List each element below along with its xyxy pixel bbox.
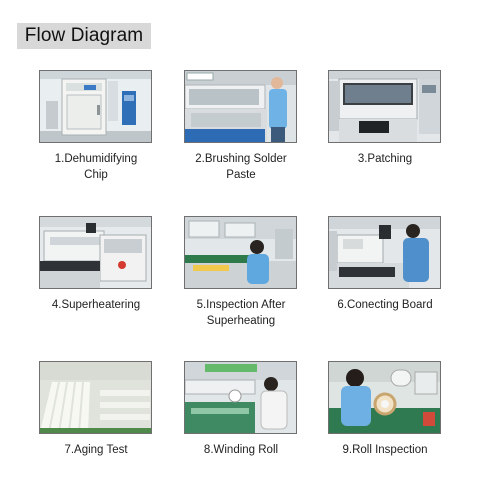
step-7-card: 7.Aging Test: [39, 361, 152, 458]
pick-and-place-machine-photo: [328, 70, 441, 143]
step-8-caption: 8.Winding Roll: [171, 442, 311, 458]
step-5-caption-line: Superheating: [206, 315, 276, 327]
step-7-caption: 7.Aging Test: [26, 442, 166, 458]
step-3-card: 3.Patching: [328, 70, 441, 167]
dehumidifying-oven-photo: [39, 70, 152, 143]
winding-station-photo: [184, 361, 297, 434]
step-5-caption-line: 5.Inspection After: [196, 299, 286, 311]
step-8-caption-line: 8.Winding Roll: [203, 444, 279, 456]
step-9-card: 9.Roll Inspection: [328, 361, 441, 458]
step-2-caption-line: 2.Brushing Solder: [195, 153, 287, 165]
step-3-caption: 3.Patching: [315, 151, 455, 167]
flow-diagram-title: Flow Diagram: [17, 23, 151, 49]
step-4-caption-line: 4.Superheatering: [51, 299, 141, 311]
step-5-caption: 5.Inspection After Superheating: [171, 297, 311, 329]
step-2-caption-line: Paste: [226, 169, 256, 181]
reflow-oven-photo: [39, 216, 152, 289]
step-4-card: 4.Superheatering: [39, 216, 152, 313]
step-9-caption-line: 9.Roll Inspection: [342, 444, 428, 456]
step-9-caption: 9.Roll Inspection: [315, 442, 455, 458]
aging-test-rack-photo: [39, 361, 152, 434]
step-2-caption: 2.Brushing Solder Paste: [171, 151, 311, 183]
solder-paste-printer-photo: [184, 70, 297, 143]
step-5-card: 5.Inspection After Superheating: [184, 216, 297, 329]
step-4-caption: 4.Superheatering: [26, 297, 166, 313]
roll-inspection-photo: [328, 361, 441, 434]
step-7-caption-line: 7.Aging Test: [64, 444, 128, 456]
step-1-card: 1.Dehumidifying Chip: [39, 70, 152, 183]
step-3-caption-line: 3.Patching: [357, 153, 413, 165]
step-1-caption: 1.Dehumidifying Chip: [26, 151, 166, 183]
step-1-caption-line: 1.Dehumidifying: [54, 153, 138, 165]
inspection-station-photo: [184, 216, 297, 289]
step-8-card: 8.Winding Roll: [184, 361, 297, 458]
step-2-card: 2.Brushing Solder Paste: [184, 70, 297, 183]
step-1-caption-line: Chip: [84, 169, 108, 181]
step-6-caption-line: 6.Conecting Board: [337, 299, 433, 311]
step-6-caption: 6.Conecting Board: [315, 297, 455, 313]
board-connecting-machine-photo: [328, 216, 441, 289]
step-6-card: 6.Conecting Board: [328, 216, 441, 313]
